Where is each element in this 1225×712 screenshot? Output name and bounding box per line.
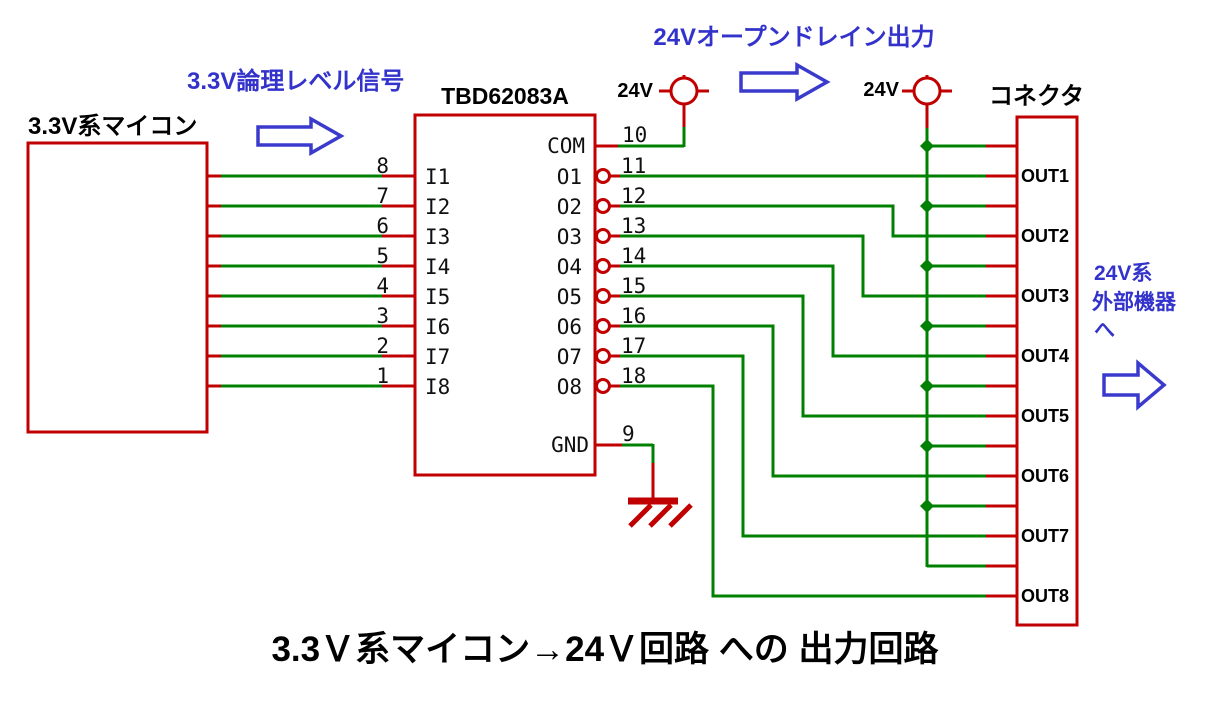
connector-box xyxy=(1015,115,1079,627)
arrow-open-drain xyxy=(739,61,831,103)
open-drain-circle xyxy=(595,378,611,394)
open-drain-circle xyxy=(595,168,611,184)
ic-input-label: I2 xyxy=(425,195,450,219)
connector-out-label: OUT6 xyxy=(1021,466,1069,486)
power-symbol-right xyxy=(902,75,952,107)
output-pin-number: 13 xyxy=(621,214,646,238)
ic-input-label: I8 xyxy=(425,375,450,399)
open-drain-circle xyxy=(595,288,611,304)
output-pin-number: 18 xyxy=(621,364,646,388)
power-symbol-circle xyxy=(912,76,942,106)
driver-ic-box xyxy=(413,113,597,477)
connector-out-label: OUT5 xyxy=(1021,406,1069,426)
junction-dot xyxy=(920,139,934,153)
ic-output-label: O7 xyxy=(557,345,582,369)
arrow-ext-device xyxy=(1102,359,1167,411)
open-drain-circle xyxy=(595,258,611,274)
input-pin-number: 6 xyxy=(376,214,389,238)
ic-output-label: O6 xyxy=(557,315,582,339)
connector-out-label: OUT3 xyxy=(1021,286,1069,306)
ic-input-label: I4 xyxy=(425,255,450,279)
power-label-left: 24V xyxy=(617,80,653,102)
output-pin-number: 12 xyxy=(621,184,646,208)
open-drain-circle xyxy=(595,228,611,244)
gnd-pin-number: 9 xyxy=(622,422,635,446)
com-pin-number: 10 xyxy=(622,123,647,147)
microcontroller-label: 3.3V系マイコン xyxy=(28,113,197,140)
power-label-right: 24V xyxy=(863,79,899,101)
logic-level-note: 3.3V論理レベル信号 xyxy=(187,67,404,95)
output-pin-number: 16 xyxy=(621,304,646,328)
input-pin-number: 8 xyxy=(376,154,389,178)
ic-output-label: O8 xyxy=(557,375,582,399)
connector-out-label: OUT4 xyxy=(1021,346,1069,366)
ic-output-label: O1 xyxy=(557,165,582,189)
connector-out-label: OUT7 xyxy=(1021,526,1069,546)
gnd-wire xyxy=(595,443,655,500)
input-pin-number: 4 xyxy=(376,274,389,298)
ic-input-label: I6 xyxy=(425,315,450,339)
junction-dot xyxy=(920,499,934,513)
ground-symbol xyxy=(628,497,693,528)
ic-input-label: I5 xyxy=(425,285,450,309)
connector-out-label: OUT2 xyxy=(1021,226,1069,246)
signal-wires xyxy=(207,139,1017,598)
ic-output-label: O2 xyxy=(557,195,582,219)
input-pin-number: 1 xyxy=(376,364,389,388)
junction-dot xyxy=(920,259,934,273)
connector-out-label: OUT8 xyxy=(1021,586,1069,606)
ext-device-note-line2: 外部機器 xyxy=(1092,290,1177,314)
power-symbol-circle xyxy=(669,76,699,106)
ic-name-label: TBD62083A xyxy=(441,83,569,109)
power-symbol-left xyxy=(659,75,709,107)
arrow-logic-signal xyxy=(256,115,345,157)
junction-dot xyxy=(920,439,934,453)
open-drain-circle xyxy=(595,318,611,334)
ic-gnd-label: GND xyxy=(551,433,589,457)
input-pin-number: 2 xyxy=(376,334,389,358)
input-pin-number: 7 xyxy=(376,184,389,208)
output-pin-number: 17 xyxy=(621,334,646,358)
input-pin-number: 5 xyxy=(376,244,389,268)
ic-input-label: I1 xyxy=(425,165,450,189)
output-pin-number: 15 xyxy=(621,274,646,298)
ext-device-note-line1: 24V系 xyxy=(1094,262,1152,285)
ic-output-label: O5 xyxy=(557,285,582,309)
junction-dot xyxy=(920,319,934,333)
output-pin-number: 14 xyxy=(621,244,646,268)
open-drain-note: 24Vオープンドレイン出力 xyxy=(653,24,934,51)
output-pin-number: 11 xyxy=(621,154,646,178)
connector-label: コネクタ xyxy=(989,83,1084,110)
junction-dot xyxy=(920,379,934,393)
com-wire xyxy=(595,105,686,148)
diagram-title: 3.3Ｖ系マイコン→24Ｖ回路 への 出力回路 xyxy=(271,630,939,669)
ic-com-label: COM xyxy=(547,134,585,158)
ic-output-label: O3 xyxy=(557,225,582,249)
ic-input-label: I7 xyxy=(425,345,450,369)
connector-out-label: OUT1 xyxy=(1021,166,1069,186)
junction-dot xyxy=(920,199,934,213)
ic-input-label: I3 xyxy=(425,225,450,249)
open-drain-circle xyxy=(595,198,611,214)
microcontroller-box xyxy=(26,141,209,434)
open-drain-circle xyxy=(595,348,611,364)
ic-output-label: O4 xyxy=(557,255,582,279)
input-pin-number: 3 xyxy=(376,304,389,328)
ext-device-note-line3: へ xyxy=(1094,319,1115,342)
